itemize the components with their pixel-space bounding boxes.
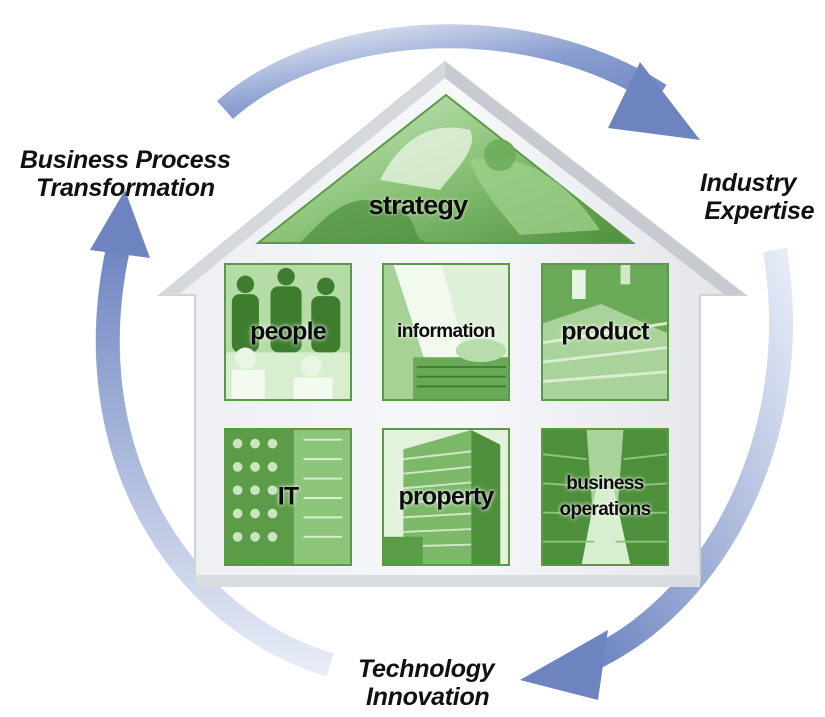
label-line: Expertise <box>704 197 815 225</box>
label-line: Technology <box>358 655 495 683</box>
label-technology-innovation: Technology Innovation <box>358 655 495 711</box>
room-label: people <box>250 317 327 346</box>
label-line: Innovation <box>366 683 490 711</box>
label-line: Business Process <box>20 146 231 174</box>
room-it: IT <box>224 428 352 566</box>
room-label: property <box>398 482 494 511</box>
room-product: product <box>541 263 669 401</box>
room-information: information <box>382 263 510 401</box>
people-image <box>226 265 350 399</box>
room-label: business operations <box>543 471 667 523</box>
cycle-arrow-right <box>520 248 794 700</box>
label-line: Industry <box>700 169 797 197</box>
room-label-line: operations <box>559 499 651 520</box>
roof-label-strategy: strategy <box>368 190 468 220</box>
it-image <box>226 430 350 564</box>
room-people: people <box>224 263 352 401</box>
information-image <box>384 265 508 399</box>
room-label: information <box>397 321 496 342</box>
roof-image <box>255 93 636 244</box>
label-line: Transformation <box>36 174 215 202</box>
business-operations-image <box>543 430 667 564</box>
room-property: property <box>382 428 510 566</box>
room-label-line: business <box>566 473 644 494</box>
cycle-arrow-top <box>217 24 700 140</box>
label-business-process-transformation: Business Process Transformation <box>20 146 231 202</box>
cycle-arrow-left <box>90 190 334 677</box>
label-industry-expertise: Industry Expertise <box>700 169 815 225</box>
product-image <box>543 265 667 399</box>
property-image <box>384 430 508 564</box>
room-label: product <box>561 317 649 346</box>
room-label: IT <box>277 482 299 511</box>
room-business-operations: business operations <box>541 428 669 566</box>
